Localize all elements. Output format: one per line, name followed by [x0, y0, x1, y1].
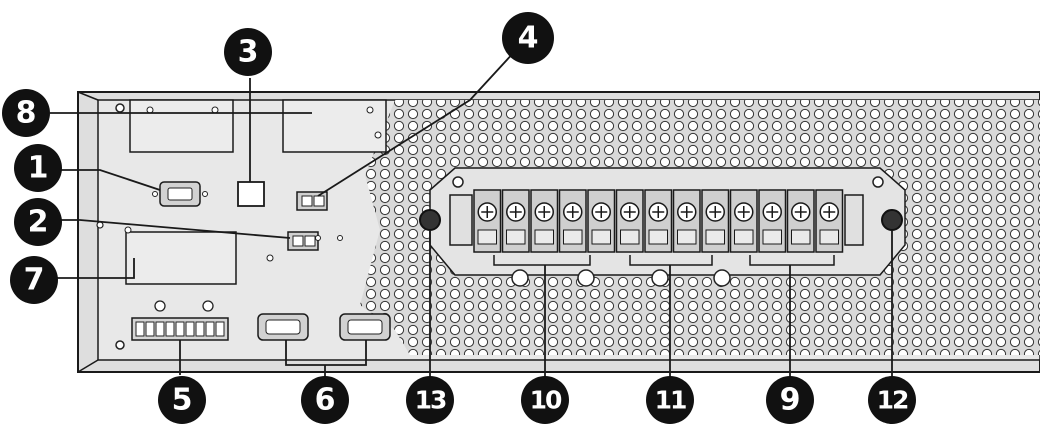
svg-text:6: 6 — [315, 383, 336, 418]
svg-text:4: 4 — [518, 21, 539, 56]
connector-4 — [296, 191, 328, 211]
terminal-screw — [501, 189, 530, 253]
terminal-screw — [530, 189, 559, 253]
callout-8: 8 — [2, 89, 50, 137]
svg-text:2: 2 — [28, 205, 49, 240]
slot-cover-middle — [125, 231, 237, 285]
callout-13: 13 — [406, 376, 454, 424]
callout-7: 7 — [10, 256, 58, 304]
callout-10: 10 — [521, 376, 569, 424]
switch-square — [237, 181, 265, 207]
indicator-11b — [651, 269, 669, 287]
ground-bolt-right — [881, 209, 903, 231]
terminal-block — [473, 189, 844, 253]
callout-9: 9 — [766, 376, 814, 424]
terminal-screw — [729, 189, 758, 253]
svg-text:8: 8 — [16, 96, 37, 131]
svg-text:1: 1 — [28, 151, 49, 186]
terminal-screw — [644, 189, 673, 253]
svg-text:10: 10 — [530, 386, 562, 415]
terminal-screw — [815, 189, 844, 253]
indicator-9 — [713, 269, 731, 287]
callout-5: 5 — [158, 376, 206, 424]
terminal-screw — [615, 189, 644, 253]
callout-11: 11 — [646, 376, 694, 424]
terminal-screw — [701, 189, 730, 253]
svg-text:11: 11 — [655, 386, 686, 415]
callout-12: 12 — [868, 376, 916, 424]
indicator-11 — [577, 269, 595, 287]
svg-text:7: 7 — [24, 263, 45, 298]
callout-6: 6 — [301, 376, 349, 424]
svg-text:5: 5 — [172, 383, 193, 418]
svg-text:3: 3 — [238, 35, 259, 70]
callout-3: 3 — [224, 28, 272, 76]
svg-text:9: 9 — [780, 383, 801, 418]
terminal-screw — [587, 189, 616, 253]
indicator-10 — [511, 269, 529, 287]
terminal-end-cap-left — [449, 194, 473, 246]
svg-text:12: 12 — [877, 386, 908, 415]
db9-port-left — [257, 313, 309, 341]
rs232-port — [152, 181, 208, 207]
callout-1: 1 — [14, 144, 62, 192]
callout-4: 4 — [502, 12, 554, 64]
callout-2: 2 — [14, 198, 62, 246]
terminal-screw — [473, 189, 502, 253]
terminal-screw — [786, 189, 815, 253]
terminal-screw — [672, 189, 701, 253]
terminal-screw — [758, 189, 787, 253]
leader-lines — [50, 49, 893, 378]
terminal-strip-5 — [131, 300, 229, 341]
terminal-end-cap-right — [844, 194, 864, 246]
terminal-brackets — [493, 255, 835, 266]
connector-2 — [287, 231, 319, 251]
terminal-screw — [558, 189, 587, 253]
svg-text:13: 13 — [415, 386, 446, 415]
ground-bolt-left — [419, 209, 441, 231]
db9-port-right — [339, 313, 391, 341]
